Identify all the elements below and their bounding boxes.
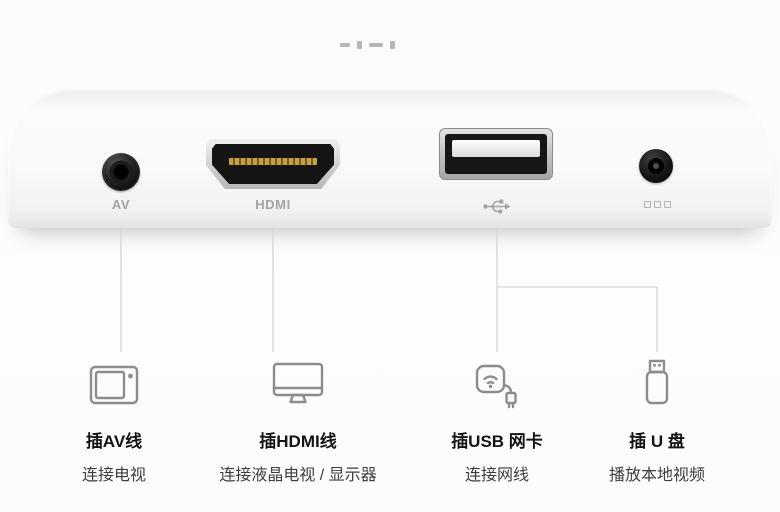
av-port-label: AV — [111, 197, 131, 212]
power-jack-pin — [653, 163, 659, 169]
usb-tongue — [452, 140, 540, 157]
callout-description: 播放本地视频 — [608, 467, 705, 484]
callout-av: 插AV线 连接电视 — [34, 356, 194, 485]
top-vent-marks — [340, 41, 395, 49]
power-port — [639, 149, 673, 183]
usb-cavity — [445, 134, 547, 174]
callout-title: 插USB 网卡 — [451, 432, 543, 451]
av-port — [102, 153, 140, 191]
callout-description: 连接液晶电视 / 显示器 — [219, 467, 377, 484]
callout-usb-adapter: 插USB 网卡 连接网线 — [407, 356, 587, 485]
callout-hdmi: 插HDMI线 连接液晶电视 / 显示器 — [193, 356, 403, 485]
callout-title: 插HDMI线 — [259, 432, 337, 451]
monitor-icon — [271, 356, 325, 412]
hdmi-cavity — [212, 144, 334, 184]
callout-title: 插 U 盘 — [629, 432, 685, 451]
callout-title: 插AV线 — [85, 432, 143, 451]
callout-description: 连接电视 — [81, 467, 146, 484]
crt-tv-icon — [89, 356, 139, 412]
hdmi-port — [206, 139, 340, 189]
hdmi-pins — [229, 158, 317, 166]
power-port-marks — [635, 201, 679, 208]
callout-usb-drive: 插 U 盘 播放本地视频 — [562, 356, 752, 485]
usb-wifi-adapter-icon — [472, 356, 522, 412]
av-jack-hole — [113, 164, 129, 180]
usb-trident-icon — [483, 199, 511, 214]
hdmi-port-label: HDMI — [255, 197, 291, 212]
usb-port — [439, 128, 553, 180]
usb-flash-drive-icon — [640, 356, 674, 412]
callout-description: 连接网线 — [464, 467, 529, 484]
